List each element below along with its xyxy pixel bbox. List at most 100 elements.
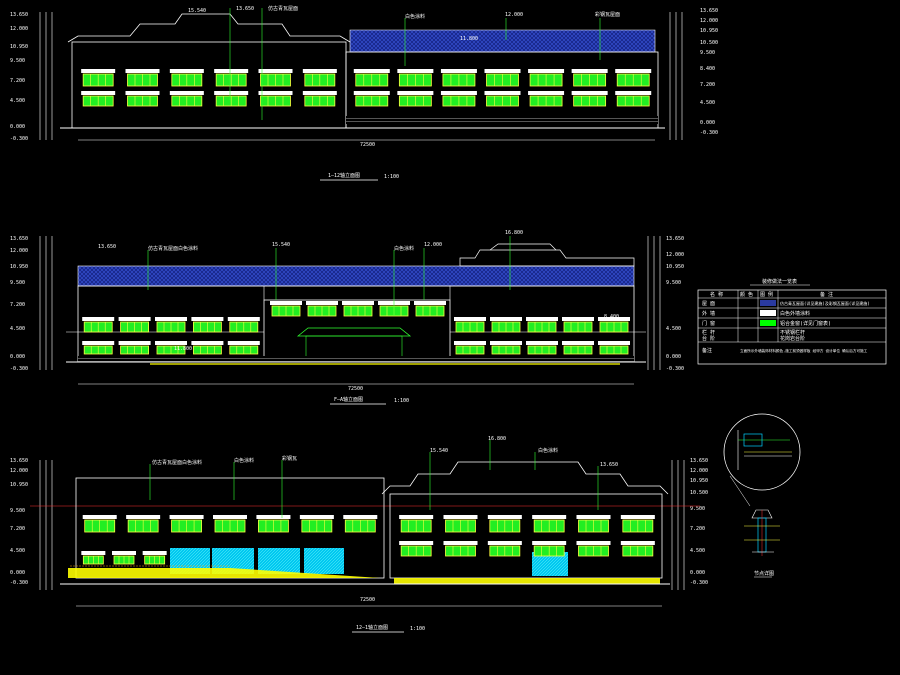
callout-text: 16.800 bbox=[505, 230, 523, 236]
callout-text: 15.540 bbox=[430, 448, 448, 454]
window bbox=[443, 515, 478, 533]
window bbox=[155, 317, 187, 333]
level-text: 7.200 bbox=[10, 526, 25, 532]
level-text: 4.500 bbox=[666, 326, 681, 332]
elevation-title: F—A轴立面图 bbox=[334, 396, 363, 403]
legend-swatch bbox=[760, 310, 776, 316]
window bbox=[191, 317, 224, 333]
elevation-1-windows bbox=[81, 69, 652, 107]
legend-header: 图 例 bbox=[760, 291, 773, 298]
window bbox=[454, 317, 486, 333]
window bbox=[256, 515, 291, 533]
window bbox=[258, 69, 293, 87]
level-text: 0.000 bbox=[690, 570, 705, 576]
callout-text: 16.800 bbox=[488, 436, 506, 442]
level-text: 12.000 bbox=[10, 248, 28, 254]
legend-cell: 不锈钢栏杆 bbox=[780, 329, 805, 336]
callout-text: 13.650 bbox=[600, 462, 618, 468]
level-text: -0.300 bbox=[10, 580, 28, 586]
window bbox=[484, 69, 521, 87]
level-text: -0.300 bbox=[700, 130, 718, 136]
elevation-3: 13.650 12.000 10.950 9.500 7.200 4.500 0… bbox=[10, 436, 708, 633]
window bbox=[532, 515, 567, 533]
window bbox=[169, 69, 204, 87]
window bbox=[155, 341, 187, 355]
level-text: 10.950 bbox=[10, 264, 28, 270]
window bbox=[620, 515, 655, 533]
level-text: -0.300 bbox=[666, 366, 684, 372]
window bbox=[443, 541, 478, 557]
window bbox=[414, 301, 446, 317]
legend-cell: 备注 bbox=[702, 347, 712, 354]
legend-title: 装修做法一览表 bbox=[762, 278, 797, 285]
callout-text: 彩钢瓦屋面 bbox=[595, 11, 620, 18]
level-text: 7.200 bbox=[690, 526, 705, 532]
window bbox=[526, 341, 558, 355]
window bbox=[125, 69, 160, 87]
window bbox=[397, 69, 434, 87]
level-text: 0.000 bbox=[666, 354, 681, 360]
elevation-title: 12—1轴立面图 bbox=[356, 624, 388, 631]
window bbox=[142, 551, 167, 565]
level-text: 7.200 bbox=[700, 82, 715, 88]
window bbox=[576, 541, 611, 557]
window bbox=[81, 69, 116, 87]
level-text: 10.950 bbox=[700, 28, 718, 34]
window bbox=[214, 91, 249, 107]
window bbox=[620, 541, 655, 557]
level-text: 13.650 bbox=[690, 458, 708, 464]
detail-circle bbox=[723, 413, 801, 491]
elevation-1-right-levels: 13.650 12.000 10.950 10.500 9.500 8.400 … bbox=[669, 8, 718, 140]
loading-door bbox=[258, 548, 300, 574]
window bbox=[528, 91, 565, 107]
level-text: 10.950 bbox=[666, 264, 684, 270]
level-text: 4.500 bbox=[690, 548, 705, 554]
level-text: 12.000 bbox=[690, 468, 708, 474]
window bbox=[125, 91, 160, 107]
window bbox=[571, 91, 608, 107]
level-text: 9.500 bbox=[700, 50, 715, 56]
elevation-2-callouts: 13.650 仿古青瓦屋面白色涂料 15.540 白色涂料 16.800 12.… bbox=[98, 230, 619, 352]
elevation-3-callouts: 仿古青瓦屋面白色涂料 白色涂料 彩钢瓦 15.540 16.800 白色涂料 1… bbox=[149, 436, 618, 518]
legend-cell: 仿古青瓦屋面(详见建施)及彩钢瓦屋面(详见建施) bbox=[780, 300, 870, 306]
elevation-2-windows bbox=[82, 301, 630, 355]
window bbox=[526, 317, 558, 333]
callout-text: 白色涂料 bbox=[538, 447, 558, 454]
level-text: 12.000 bbox=[10, 26, 28, 32]
level-text: 13.650 bbox=[10, 236, 28, 242]
dimension-text: 72500 bbox=[360, 142, 375, 148]
level-text: 12.000 bbox=[666, 252, 684, 258]
level-text: 13.650 bbox=[666, 236, 684, 242]
window bbox=[258, 91, 293, 107]
window bbox=[126, 515, 161, 533]
window bbox=[342, 301, 374, 317]
window bbox=[112, 551, 136, 565]
legend-cell: 铝合金窗(详见门窗表) bbox=[780, 320, 831, 327]
level-text: -0.300 bbox=[690, 580, 708, 586]
elevation-scale: 1:100 bbox=[394, 398, 409, 404]
window bbox=[399, 515, 434, 533]
window bbox=[82, 341, 115, 355]
level-text: 10.950 bbox=[10, 482, 28, 488]
window bbox=[484, 91, 521, 107]
callout-text: 仿古青瓦屋面白色涂料 bbox=[152, 459, 202, 466]
window bbox=[169, 515, 204, 533]
level-text: 0.000 bbox=[700, 120, 715, 126]
window bbox=[615, 69, 652, 87]
window bbox=[227, 341, 260, 355]
level-text: 4.500 bbox=[700, 100, 715, 106]
callout-text: 白色涂料 bbox=[394, 245, 414, 252]
window bbox=[353, 69, 390, 87]
dimension-text: 72500 bbox=[348, 386, 363, 392]
level-text: 10.500 bbox=[700, 40, 718, 46]
callout-text: 11.800 bbox=[174, 346, 192, 352]
window bbox=[353, 91, 390, 107]
level-text: 7.200 bbox=[10, 78, 25, 84]
elevation-3-windows bbox=[81, 515, 655, 565]
level-text: 12.000 bbox=[700, 18, 718, 24]
callout-text: 12.000 bbox=[505, 12, 523, 18]
level-text: 13.650 bbox=[10, 12, 28, 18]
elevation-1-facade bbox=[60, 13, 665, 129]
level-text: 7.200 bbox=[10, 302, 25, 308]
finish-legend-table: 装修做法一览表 名 称 颜 色 图 例 备 注 屋 面 仿古青瓦屋面(详见建施)… bbox=[697, 278, 887, 365]
